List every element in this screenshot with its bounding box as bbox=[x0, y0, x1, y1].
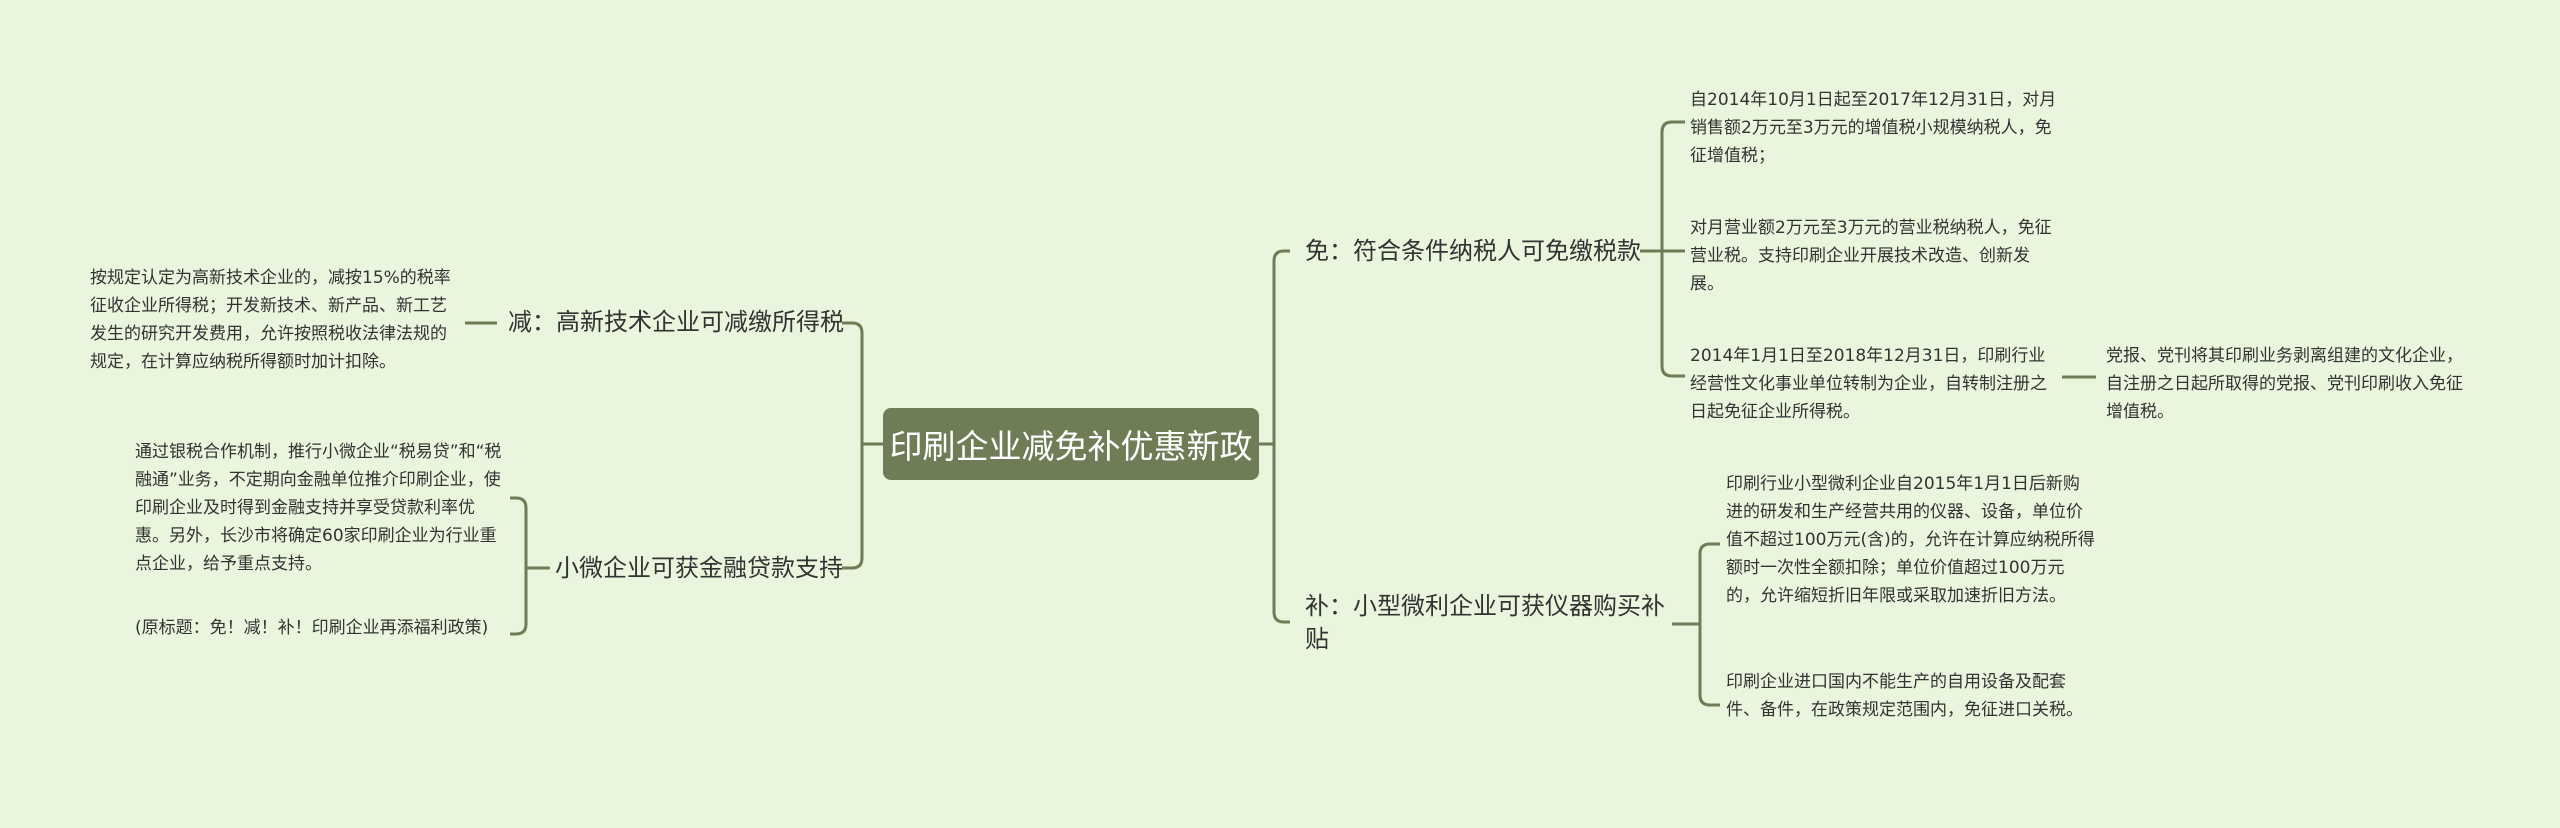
branch-loan-support[interactable]: 小微企业可获金融贷款支持 bbox=[555, 554, 843, 582]
branch-subsidy[interactable]: 补：小型微利企业可获仪器购买补贴 bbox=[1305, 592, 1665, 653]
leaf-exempt-vat[interactable]: 自2014年10月1日起至2017年12月31日，对月销售额2万元至3万元的增值… bbox=[1690, 90, 2057, 166]
root-node[interactable]: 印刷企业减免补优惠新政 bbox=[883, 408, 1259, 480]
leaf-exempt-business-tax[interactable]: 对月营业额2万元至3万元的营业税纳税人，免征营业税。支持印刷企业开展技术改造、创… bbox=[1690, 218, 2052, 294]
leaf-exempt-income-tax[interactable]: 2014年1月1日至2018年12月31日，印刷行业经营性文化事业单位转制为企业… bbox=[1690, 346, 2047, 422]
leaf-loan-detail[interactable]: 通过银税合作机制，推行小微企业“税易贷”和“税融通”业务，不定期向金融单位推介印… bbox=[135, 442, 502, 574]
branch-exempt[interactable]: 免：符合条件纳税人可免缴税款 bbox=[1305, 237, 1641, 265]
branch-reduce[interactable]: 减：高新技术企业可减缴所得税 bbox=[508, 308, 844, 336]
leaf-reduce-detail[interactable]: 按规定认定为高新技术企业的，减按15%的税率征收企业所得税；开发新技术、新产品、… bbox=[90, 268, 451, 372]
leaf-equipment-deduction[interactable]: 印刷行业小型微利企业自2015年1月1日后新购进的研发和生产经营共用的仪器、设备… bbox=[1726, 474, 2095, 606]
leaf-party-press[interactable]: 党报、党刊将其印刷业务剥离组建的文化企业，自注册之日起所取得的党报、党刊印刷收入… bbox=[2106, 346, 2463, 422]
leaf-import-duty[interactable]: 印刷企业进口国内不能生产的自用设备及配套件、备件，在政策规定范围内，免征进口关税… bbox=[1726, 672, 2083, 720]
root-title: 印刷企业减免补优惠新政 bbox=[889, 427, 1253, 466]
leaf-original-title[interactable]: (原标题：免！减！补！印刷企业再添福利政策) bbox=[135, 618, 489, 638]
